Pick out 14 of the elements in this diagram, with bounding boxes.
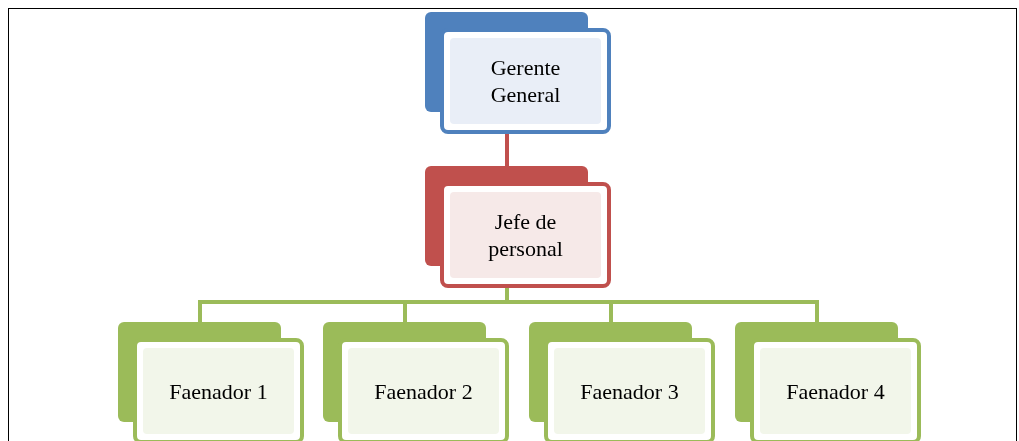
org-chart-box bbox=[118, 322, 304, 441]
role-title: Gerente General bbox=[489, 54, 562, 108]
role-title: Faenador 2 bbox=[374, 377, 473, 405]
connector-line bbox=[505, 134, 509, 166]
role-title: Jefe de personal bbox=[487, 208, 564, 262]
org-chart-box bbox=[425, 166, 611, 288]
role-title: Faenador 1 bbox=[169, 377, 268, 405]
org-chart-box bbox=[323, 322, 509, 441]
role-title: Faenador 3 bbox=[580, 377, 679, 405]
org-chart-box bbox=[735, 322, 921, 441]
org-chart-box bbox=[529, 322, 715, 441]
connector-line bbox=[505, 288, 819, 322]
role-title: Faenador 4 bbox=[786, 377, 885, 405]
org-chart-box bbox=[425, 12, 611, 134]
